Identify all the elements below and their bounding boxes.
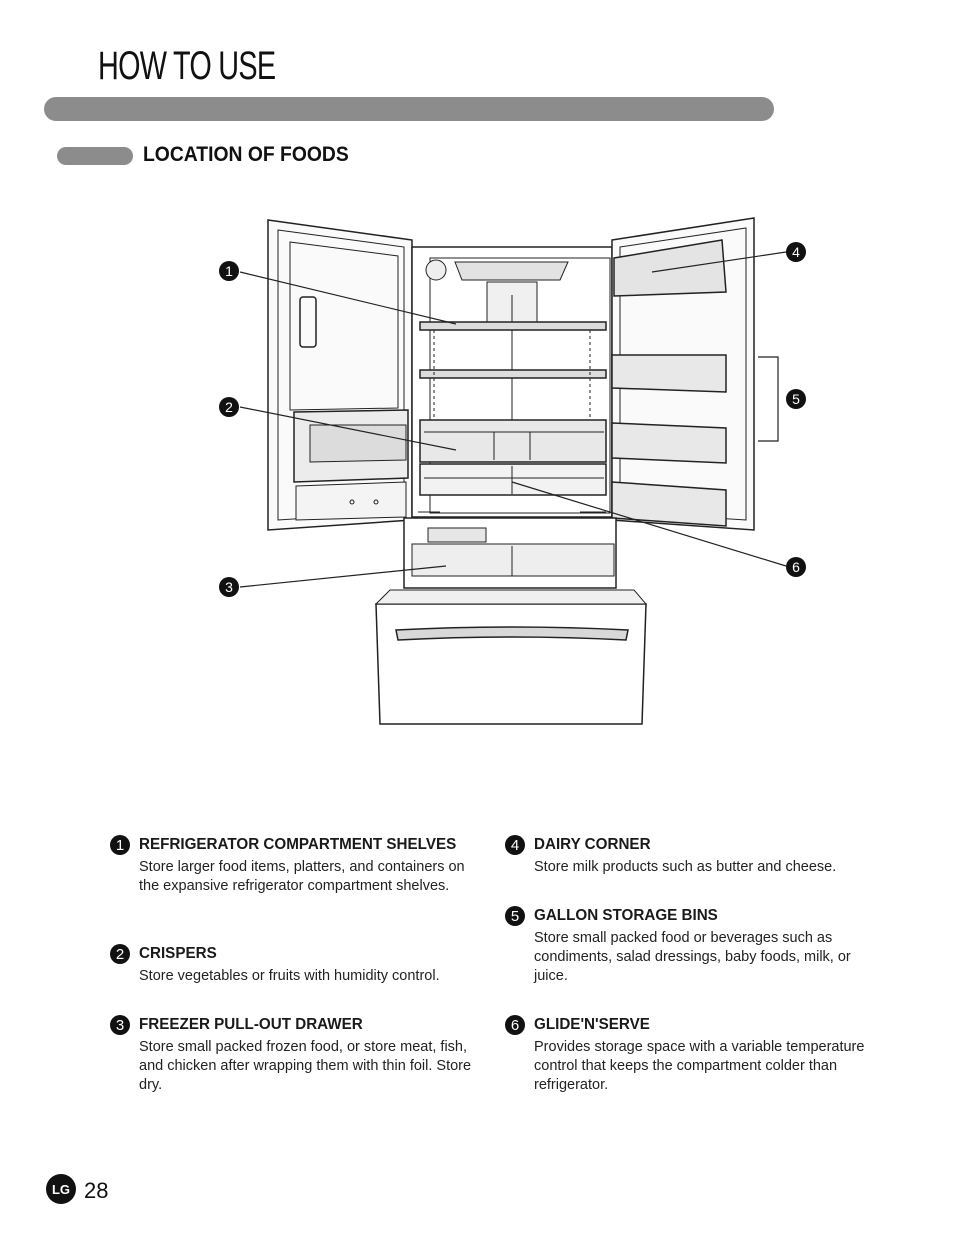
number-badge: 1: [110, 835, 130, 855]
item-description: Store small packed frozen food, or store…: [139, 1039, 472, 1093]
freezer-handle: [395, 626, 629, 641]
dairy-corner: [613, 239, 727, 297]
glide-n-serve: [419, 463, 607, 496]
item-description: Store vegetables or fruits with humidity…: [139, 968, 440, 984]
svg-text:3: 3: [225, 579, 233, 595]
item-title: FREEZER PULL-OUT DRAWER: [139, 1016, 363, 1033]
page-title: HOW TO USE: [98, 44, 276, 88]
door-bin-1: [611, 354, 727, 393]
item-6: 6 GLIDE'N'SERVE Provides storage space w…: [505, 1014, 875, 1095]
item-2: 2 CRISPERS Store vegetables or fruits wi…: [110, 943, 480, 986]
callout-5: 5: [786, 389, 806, 409]
item-description: Store milk products such as butter and c…: [534, 859, 837, 875]
number-badge: 2: [110, 944, 130, 964]
shelf-1: [419, 321, 607, 331]
door-bin-2: [611, 422, 727, 464]
number-badge: 4: [505, 835, 525, 855]
title-bar: [44, 97, 774, 121]
item-title: GLIDE'N'SERVE: [534, 1016, 650, 1033]
item-title: REFRIGERATOR COMPARTMENT SHELVES: [139, 836, 457, 853]
section-pill: [57, 147, 133, 165]
number-badge: 3: [110, 1015, 130, 1035]
svg-text:2: 2: [225, 399, 233, 415]
svg-text:6: 6: [792, 559, 800, 575]
lg-logo: LG: [46, 1174, 76, 1204]
item-5: 5 GALLON STORAGE BINS Store small packed…: [505, 905, 875, 986]
number-badge: 5: [505, 906, 525, 926]
callout-1: 1: [219, 261, 239, 281]
callout-6: 6: [786, 557, 806, 577]
item-1: 1 REFRIGERATOR COMPARTMENT SHELVES Store…: [110, 834, 480, 896]
callout-2: 2: [219, 397, 239, 417]
item-title: CRISPERS: [139, 945, 217, 962]
item-description: Provides storage space with a variable t…: [534, 1039, 865, 1093]
svg-text:1: 1: [225, 263, 233, 279]
crispers: [419, 419, 607, 463]
number-badge: 6: [505, 1015, 525, 1035]
refrigerator-diagram: 1 2 3 4 5 6: [219, 217, 806, 725]
svg-text:5: 5: [792, 391, 800, 407]
item-4: 4 DAIRY CORNER Store milk products such …: [505, 834, 875, 877]
item-3: 3 FREEZER PULL-OUT DRAWER Store small pa…: [110, 1014, 480, 1095]
item-title: GALLON STORAGE BINS: [534, 907, 718, 924]
door-handle-left: [299, 296, 317, 348]
section-title: LOCATION OF FOODS: [143, 143, 349, 166]
item-title: DAIRY CORNER: [534, 836, 651, 853]
door-bin-3: [611, 481, 727, 527]
callout-3: 3: [219, 577, 239, 597]
page-number: 28: [84, 1178, 109, 1203]
callout-4: 4: [786, 242, 806, 262]
freezer-drawer: [375, 603, 647, 725]
item-description: Store larger food items, platters, and c…: [139, 859, 465, 894]
svg-text:4: 4: [792, 244, 800, 260]
shelf-2: [419, 369, 607, 379]
item-description: Store small packed food or beverages suc…: [534, 930, 851, 984]
